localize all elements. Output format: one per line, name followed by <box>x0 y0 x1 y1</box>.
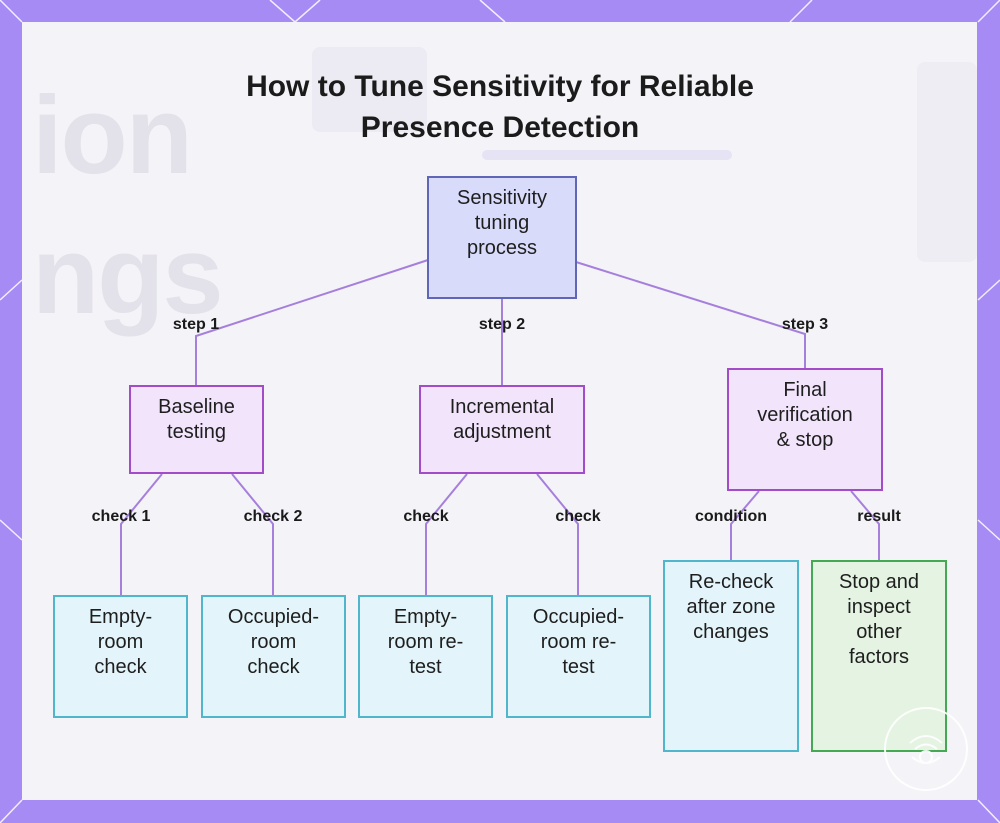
diagram-title: How to Tune Sensitivity for Reliable Pre… <box>0 66 1000 148</box>
connector-step1 <box>195 259 429 386</box>
edge-label-check-b: check <box>555 508 601 525</box>
node-occupied-retest-label: Occupied- room re- test <box>532 606 625 678</box>
connector-step3 <box>575 261 806 369</box>
node-incremental-label: Incremental adjustment <box>449 396 555 443</box>
edge-label-check-a: check <box>403 508 449 525</box>
connector-check2 <box>231 473 274 596</box>
watermark-badge-icon <box>884 707 968 791</box>
node-occupied-room-retest: Occupied- room re- test <box>506 595 651 718</box>
background-ghost-panel <box>917 62 977 262</box>
title-line-2: Presence Detection <box>360 111 640 144</box>
node-baseline-label: Baseline testing <box>158 396 235 443</box>
edge-label-result: result <box>857 508 901 525</box>
connector-condition <box>730 490 760 561</box>
title-line-1: How to Tune Sensitivity for Reliable <box>246 70 754 103</box>
node-occupied-room-check: Occupied- room check <box>201 595 346 718</box>
node-recheck-zone: Re-check after zone changes <box>663 560 799 752</box>
background-ghost-bar <box>482 150 732 160</box>
node-root-label: Sensitivity tuning process <box>456 187 548 259</box>
node-final-label: Final verification & stop <box>757 379 853 451</box>
node-stop-inspect-label: Stop and inspect other factors <box>838 571 920 668</box>
node-root: Sensitivity tuning process <box>427 176 577 299</box>
connector-check1 <box>120 473 163 596</box>
edge-label-step3: step 3 <box>781 316 829 333</box>
node-occupied-check-label: Occupied- room check <box>227 606 320 678</box>
wifi-eye-icon <box>909 735 943 764</box>
connector-result <box>850 490 880 561</box>
edge-label-check1: check 1 <box>91 508 151 525</box>
node-empty-room-retest: Empty- room re- test <box>358 595 493 718</box>
connector-check-a <box>425 473 468 596</box>
edge-label-check2: check 2 <box>243 508 303 525</box>
node-baseline-testing: Baseline testing <box>129 385 264 474</box>
node-empty-room-check: Empty- room check <box>53 595 188 718</box>
edge-label-step2: step 2 <box>478 316 526 333</box>
node-empty-retest-label: Empty- room re- test <box>387 606 464 678</box>
background-ghost-text: ion <box>32 74 193 197</box>
connector-check-b <box>536 473 579 596</box>
node-incremental-adjustment: Incremental adjustment <box>419 385 585 474</box>
background-ghost-text: ngs <box>32 214 224 337</box>
background-ghost-panel <box>312 47 427 132</box>
node-empty-check-label: Empty- room check <box>88 606 153 678</box>
node-final-verification: Final verification & stop <box>727 368 883 491</box>
edge-label-condition: condition <box>695 508 767 525</box>
node-recheck-zone-label: Re-check after zone changes <box>686 571 776 643</box>
edge-label-step1: step 1 <box>172 316 220 333</box>
